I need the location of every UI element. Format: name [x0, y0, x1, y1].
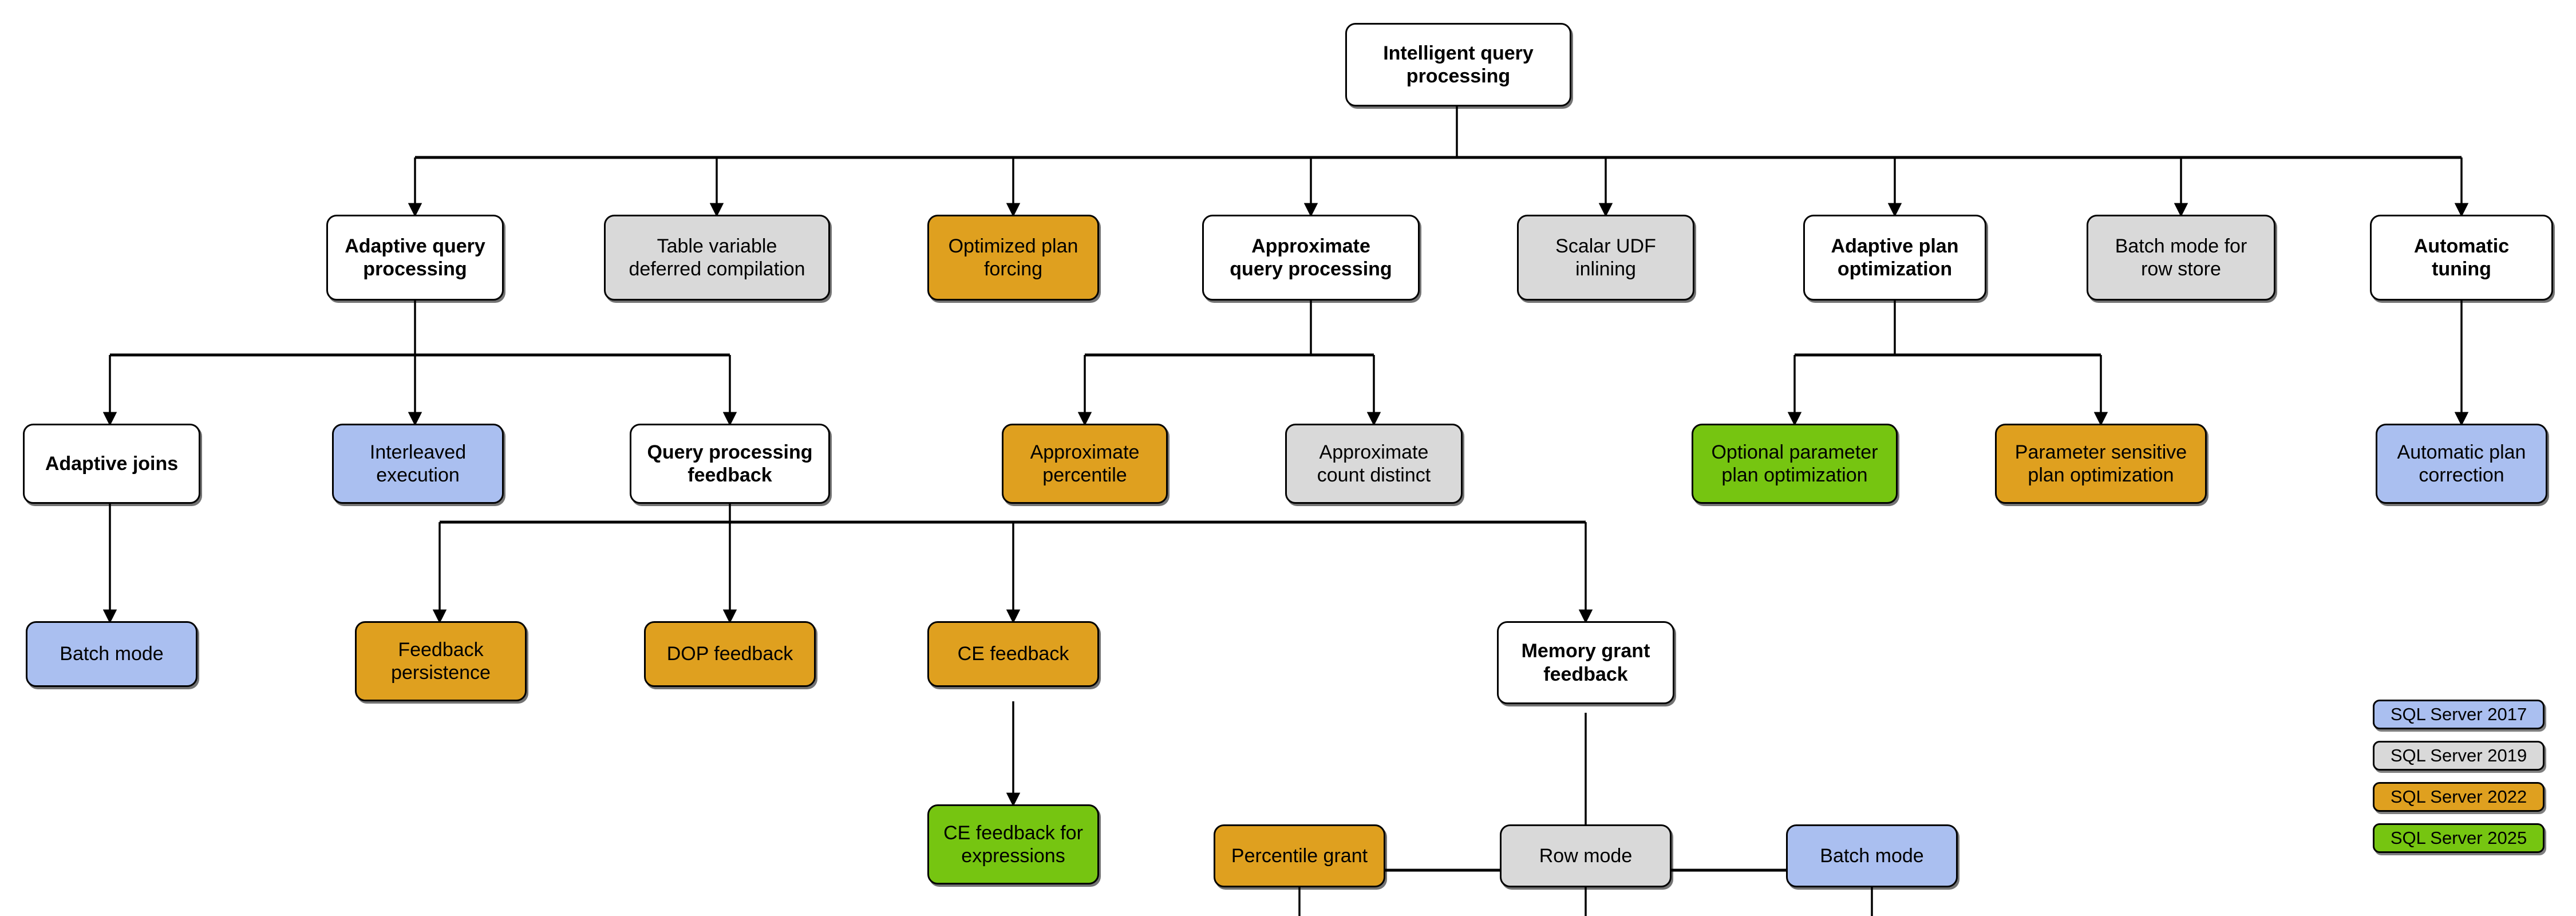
legend-item-sql-server-2017: SQL Server 2017	[2373, 700, 2545, 729]
node-parameter-sensitive-plan-optimization-label: Parameter sensitive plan optimization	[2014, 441, 2187, 486]
node-root[interactable]: Intelligent query processing	[1345, 23, 1571, 106]
node-dop-feedback[interactable]: DOP feedback	[644, 621, 816, 687]
node-percentile-grant-label: Percentile grant	[1231, 844, 1368, 867]
node-ce-feedback-for-expressions[interactable]: CE feedback for expressions	[927, 804, 1099, 885]
node-parameter-sensitive-plan-optimization[interactable]: Parameter sensitive plan optimization	[1995, 424, 2207, 504]
node-adaptive-query-processing-label: Adaptive query processing	[345, 235, 485, 280]
node-interleaved-execution-label: Interleaved execution	[369, 441, 467, 486]
node-batch-mode-for-row-store-label: Batch mode for row store	[2115, 235, 2247, 280]
node-approximate-count-distinct-label: Approximate count distinct	[1317, 441, 1431, 486]
node-ce-feedback-label: CE feedback	[957, 643, 1069, 665]
legend-item-label: SQL Server 2025	[2390, 828, 2527, 848]
node-adaptive-query-processing[interactable]: Adaptive query processing	[326, 215, 504, 301]
node-query-processing-feedback-label: Query processing feedback	[647, 441, 813, 486]
node-memory-grant-feedback-label: Memory grant feedback	[1521, 640, 1650, 685]
node-root-label: Intelligent query processing	[1383, 42, 1534, 87]
node-table-variable-deferred-compilation[interactable]: Table variable deferred compilation	[604, 215, 830, 301]
node-scalar-udf-inlining-label: Scalar UDF inlining	[1555, 235, 1656, 280]
node-adaptive-plan-optimization-label: Adaptive plan optimization	[1831, 235, 1959, 280]
node-approximate-query-processing[interactable]: Approximate query processing	[1202, 215, 1420, 301]
node-automatic-plan-correction-label: Automatic plan correction	[2397, 441, 2526, 486]
node-feedback-persistence[interactable]: Feedback persistence	[355, 621, 527, 701]
node-optimized-plan-forcing-label: Optimized plan forcing	[948, 235, 1078, 280]
node-optimized-plan-forcing[interactable]: Optimized plan forcing	[927, 215, 1099, 301]
node-approximate-count-distinct[interactable]: Approximate count distinct	[1285, 424, 1463, 504]
legend-item-sql-server-2022: SQL Server 2022	[2373, 782, 2545, 812]
node-row-mode[interactable]: Row mode	[1500, 824, 1672, 887]
node-approximate-query-processing-label: Approximate query processing	[1230, 235, 1392, 280]
legend-item-label: SQL Server 2019	[2390, 745, 2527, 765]
node-batch-mode-memory-grant-label: Batch mode	[1820, 844, 1924, 867]
node-optional-parameter-plan-optimization[interactable]: Optional parameter plan optimization	[1692, 424, 1898, 504]
node-adaptive-joins-label: Adaptive joins	[45, 452, 179, 475]
node-batch-mode-memory-grant[interactable]: Batch mode	[1786, 824, 1958, 887]
legend-item-label: SQL Server 2022	[2390, 787, 2527, 807]
node-table-variable-deferred-compilation-label: Table variable deferred compilation	[629, 235, 805, 280]
node-dop-feedback-label: DOP feedback	[666, 643, 793, 665]
node-approximate-percentile-label: Approximate percentile	[1030, 441, 1140, 486]
node-interleaved-execution[interactable]: Interleaved execution	[332, 424, 504, 504]
node-automatic-tuning[interactable]: Automatic tuning	[2370, 215, 2553, 301]
node-query-processing-feedback[interactable]: Query processing feedback	[630, 424, 830, 504]
node-memory-grant-feedback[interactable]: Memory grant feedback	[1497, 621, 1674, 704]
node-optional-parameter-plan-optimization-label: Optional parameter plan optimization	[1711, 441, 1878, 486]
node-automatic-plan-correction[interactable]: Automatic plan correction	[2376, 424, 2547, 504]
node-batch-mode-adaptive-joins[interactable]: Batch mode	[26, 621, 197, 687]
node-adaptive-joins[interactable]: Adaptive joins	[23, 424, 200, 504]
node-percentile-grant[interactable]: Percentile grant	[1214, 824, 1385, 887]
node-adaptive-plan-optimization[interactable]: Adaptive plan optimization	[1803, 215, 1986, 301]
node-ce-feedback[interactable]: CE feedback	[927, 621, 1099, 687]
node-scalar-udf-inlining[interactable]: Scalar UDF inlining	[1517, 215, 1694, 301]
node-automatic-tuning-label: Automatic tuning	[2413, 235, 2510, 280]
node-ce-feedback-for-expressions-label: CE feedback for expressions	[943, 822, 1083, 867]
node-row-mode-label: Row mode	[1539, 844, 1633, 867]
node-approximate-percentile[interactable]: Approximate percentile	[1002, 424, 1168, 504]
legend-item-label: SQL Server 2017	[2390, 704, 2527, 724]
node-batch-mode-adaptive-joins-label: Batch mode	[60, 643, 164, 665]
legend-item-sql-server-2019: SQL Server 2019	[2373, 741, 2545, 771]
node-feedback-persistence-label: Feedback persistence	[391, 638, 491, 684]
node-batch-mode-for-row-store[interactable]: Batch mode for row store	[2087, 215, 2275, 301]
legend-item-sql-server-2025: SQL Server 2025	[2373, 823, 2545, 853]
